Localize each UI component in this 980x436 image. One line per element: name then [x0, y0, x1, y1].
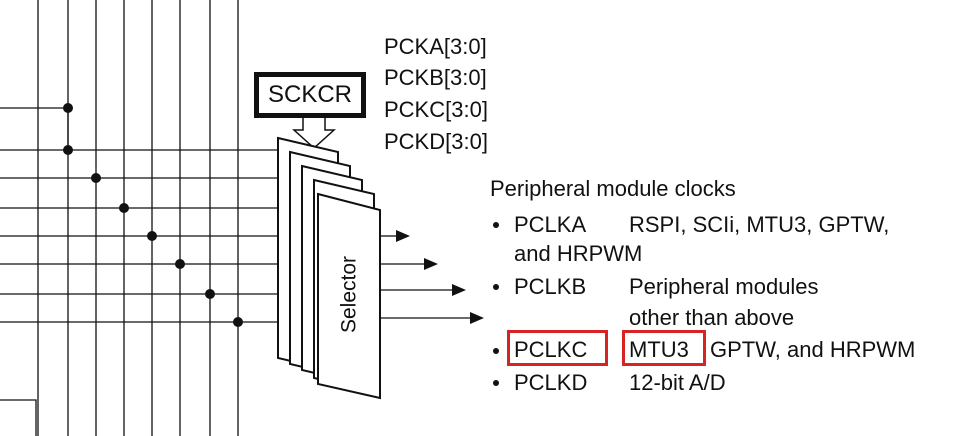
- selector-label: Selector: [337, 255, 361, 334]
- register-field: PCKA[3:0]: [384, 34, 487, 59]
- bullet-icon: [493, 380, 499, 386]
- clock-name: PCLKA: [514, 212, 587, 237]
- clock-desc-highlight: MTU3: [629, 337, 689, 362]
- sckcr-register: SCKCR: [254, 72, 366, 118]
- arrowhead: [452, 284, 466, 296]
- clock-desc: other than above: [629, 305, 795, 330]
- clocks-heading: Peripheral module clocks: [490, 176, 736, 201]
- sckcr-label: SCKCR: [267, 81, 352, 108]
- junction-dot: [63, 145, 73, 155]
- junction-dot: [91, 173, 101, 183]
- clock-name: PCLKB: [514, 274, 587, 299]
- junction-dot: [63, 103, 73, 113]
- register-field: PCKB[3:0]: [384, 65, 487, 90]
- register-connector-arrow: [292, 115, 336, 150]
- selector-front: [317, 192, 381, 400]
- junction-dot: [119, 203, 129, 213]
- register-field: PCKC[3:0]: [384, 97, 488, 122]
- bullet-icon: [493, 348, 499, 354]
- clock-desc: Peripheral modules: [629, 274, 819, 299]
- clock-desc: 12-bit A/D: [629, 370, 726, 395]
- junction-dot: [233, 317, 243, 327]
- clock-name: PCLKD: [514, 370, 588, 395]
- arrowhead: [424, 258, 438, 270]
- arrowhead: [470, 312, 484, 324]
- arrowhead: [396, 230, 410, 242]
- clock-line: [0, 399, 37, 436]
- clock-desc: RSPI, SCIi, MTU3, GPTW,: [629, 212, 890, 237]
- junction-dot: [147, 231, 157, 241]
- clock-desc: and HRPWM: [514, 241, 643, 266]
- bullet-icon: [493, 222, 499, 228]
- pclkc-highlight-box: [507, 330, 608, 366]
- clock-name: PCLKC: [514, 337, 588, 362]
- junction-dot: [205, 289, 215, 299]
- mtu3-highlight-box: [622, 330, 706, 366]
- bullet-icon: [493, 284, 499, 290]
- junction-dot: [175, 259, 185, 269]
- clock-desc: GPTW, and HRPWM: [710, 337, 916, 362]
- register-field: PCKD[3:0]: [384, 129, 488, 154]
